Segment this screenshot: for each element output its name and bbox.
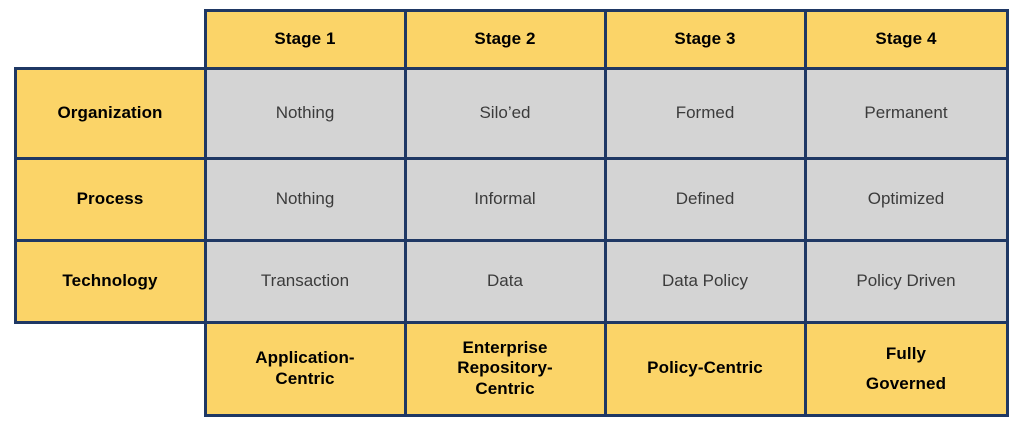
cell-organization-stage-4: Permanent — [803, 66, 1009, 160]
cell-value: Silo’ed — [479, 103, 531, 122]
summary-label: Enterprise Repository- Centric — [457, 338, 553, 398]
column-header-label: Stage 2 — [474, 29, 536, 48]
cell-organization-stage-2: Silo’ed — [403, 66, 607, 160]
row-label-text: Organization — [57, 103, 163, 122]
cell-value: Nothing — [275, 103, 335, 122]
row-label-process: Process — [13, 156, 207, 242]
cell-value: Policy Driven — [856, 271, 956, 290]
cell-value: Optimized — [867, 189, 945, 208]
cell-process-stage-2: Informal — [403, 156, 607, 242]
column-header-label: Stage 3 — [674, 29, 736, 48]
column-header-stage-4: Stage 4 — [803, 8, 1009, 70]
summary-cell-stage-3: Policy-Centric — [603, 320, 807, 417]
summary-cell-stage-2: Enterprise Repository- Centric — [403, 320, 607, 417]
maturity-matrix: Stage 1 Stage 2 Stage 3 Stage 4 Organiza… — [13, 8, 1009, 417]
cell-value: Defined — [675, 189, 735, 208]
cell-technology-stage-1: Transaction — [203, 238, 407, 324]
cell-technology-stage-3: Data Policy — [603, 238, 807, 324]
row-label-text: Technology — [62, 271, 158, 290]
row-label-organization: Organization — [13, 66, 207, 160]
summary-label: Fully Governed — [865, 343, 947, 393]
column-header-stage-3: Stage 3 — [603, 8, 807, 70]
cell-value: Transaction — [260, 271, 350, 290]
column-header-stage-2: Stage 2 — [403, 8, 607, 70]
cell-organization-stage-1: Nothing — [203, 66, 407, 160]
column-header-label: Stage 1 — [274, 29, 336, 48]
cell-value: Formed — [675, 103, 735, 122]
summary-label: Application- Centric — [255, 348, 355, 388]
cell-technology-stage-4: Policy Driven — [803, 238, 1009, 324]
cell-value: Permanent — [864, 103, 948, 122]
column-header-label: Stage 4 — [875, 29, 937, 48]
cell-process-stage-3: Defined — [603, 156, 807, 242]
cell-technology-stage-2: Data — [403, 238, 607, 324]
column-header-stage-1: Stage 1 — [203, 8, 407, 70]
corner-cell-top-left — [14, 9, 207, 70]
row-label-technology: Technology — [13, 238, 207, 324]
cell-process-stage-1: Nothing — [203, 156, 407, 242]
summary-cell-stage-4: Fully Governed — [803, 320, 1009, 417]
summary-cell-stage-1: Application- Centric — [203, 320, 407, 417]
summary-label: Policy-Centric — [647, 358, 763, 378]
cell-value: Data — [487, 271, 523, 290]
cell-value: Nothing — [275, 189, 335, 208]
cell-process-stage-4: Optimized — [803, 156, 1009, 242]
corner-cell-bottom-left — [14, 321, 207, 417]
row-label-text: Process — [76, 189, 144, 208]
cell-value: Data Policy — [662, 271, 748, 290]
cell-value: Informal — [474, 189, 536, 208]
cell-organization-stage-3: Formed — [603, 66, 807, 160]
